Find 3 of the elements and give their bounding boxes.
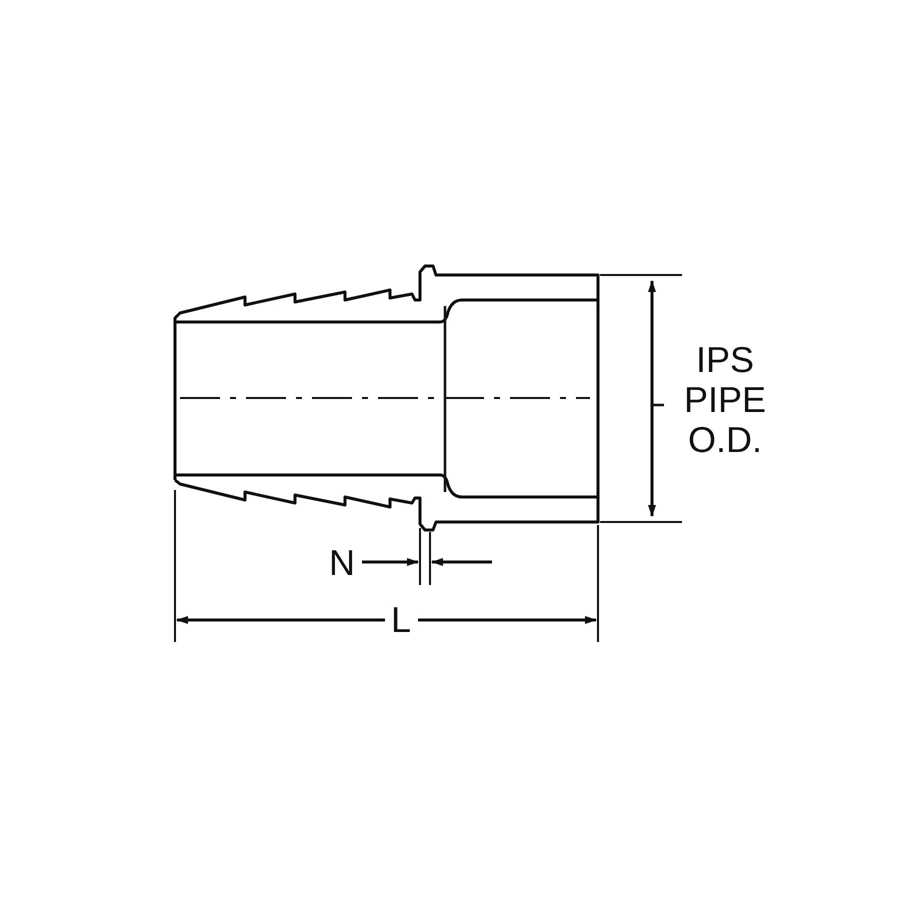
dimension-label: N [328,543,356,583]
dimension-label: L [390,600,412,640]
dimension-label: IPS PIPE O.D. [682,340,768,460]
